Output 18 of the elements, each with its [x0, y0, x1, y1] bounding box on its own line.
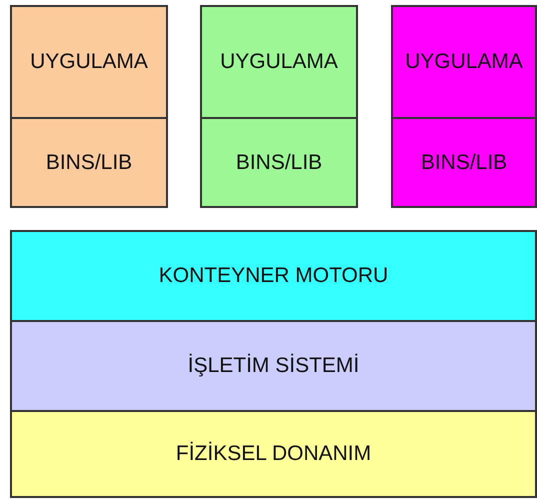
- layer-label: İŞLETİM SİSTEMİ: [188, 354, 360, 378]
- layer-box: [10, 320, 537, 412]
- layer-box: [200, 5, 358, 119]
- layer-label: UYGULAMA: [220, 50, 338, 74]
- layer-label: UYGULAMA: [30, 50, 148, 74]
- layer-box: [10, 410, 537, 498]
- layer-box: [391, 117, 537, 208]
- layer-label: BINS/LIB: [46, 150, 132, 174]
- layer-label: BINS/LIB: [236, 150, 322, 174]
- layer-label: KONTEYNER MOTORU: [158, 264, 388, 288]
- layer-box: [10, 5, 168, 119]
- layer-label: BINS/LIB: [420, 150, 508, 174]
- layer-box: [10, 230, 537, 322]
- layer-box: [200, 117, 358, 208]
- layer-box: [10, 117, 168, 208]
- layer-label: FİZİKSEL DONANIM: [176, 442, 372, 466]
- layer-box: [391, 5, 537, 119]
- layer-label: UYGULAMA: [405, 50, 523, 74]
